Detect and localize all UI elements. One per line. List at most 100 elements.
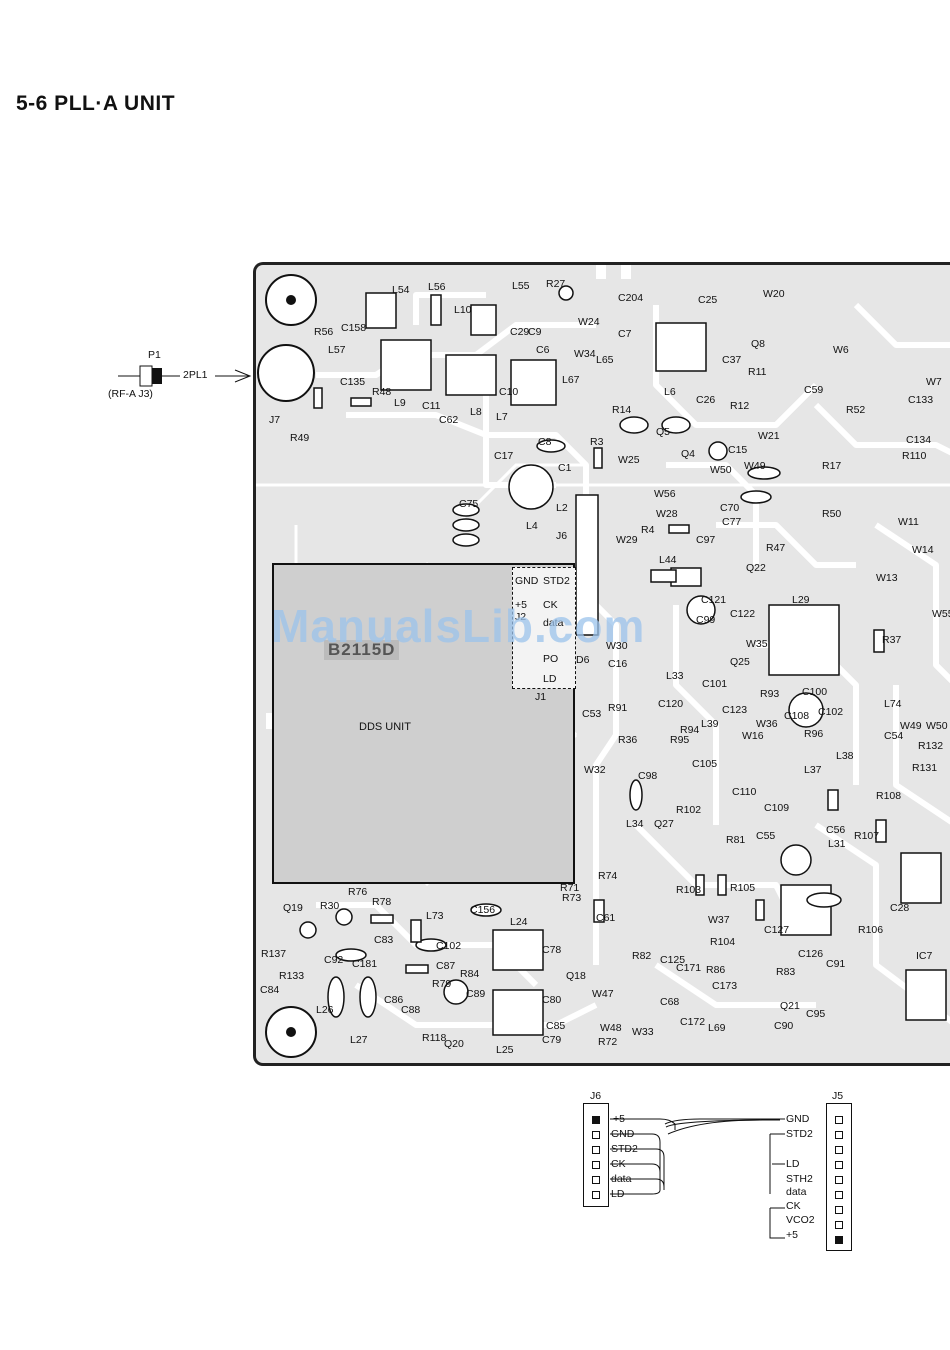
comp-label: W14 — [912, 544, 934, 556]
j2-po: PO — [543, 653, 559, 665]
comp-label: R72 — [598, 1036, 618, 1048]
comp-label: Q25 — [730, 656, 750, 668]
comp-label: C108 — [784, 710, 810, 722]
plug-icon — [118, 365, 252, 387]
comp-label: R104 — [710, 936, 736, 948]
j5-pin-label: GND — [786, 1113, 810, 1125]
comp-label: R131 — [912, 762, 938, 774]
comp-label: C83 — [374, 934, 394, 946]
j6-pin-1 — [592, 1116, 600, 1124]
j1-name: J1 — [535, 691, 547, 703]
j6-connector — [583, 1103, 609, 1207]
comp-label: C123 — [722, 704, 748, 716]
comp-label: R14 — [612, 404, 632, 416]
comp-label: C70 — [720, 502, 740, 514]
comp-label: R137 — [261, 948, 287, 960]
comp-label: C78 — [542, 944, 562, 956]
j5-pin-1 — [835, 1116, 843, 1124]
comp-label: R36 — [618, 734, 638, 746]
comp-label: Q20 — [444, 1038, 464, 1050]
comp-label: L73 — [426, 910, 444, 922]
comp-label: C8 — [538, 436, 552, 448]
comp-label: C101 — [702, 678, 728, 690]
comp-label: C99 — [696, 614, 716, 626]
comp-label: R17 — [822, 460, 842, 472]
comp-label: R73 — [562, 892, 582, 904]
j6-pin-label: +5 — [613, 1113, 625, 1125]
comp-label: L10 — [454, 304, 472, 316]
comp-label: L33 — [666, 670, 684, 682]
comp-label: W30 — [606, 640, 628, 652]
comp-label: R96 — [804, 728, 824, 740]
comp-label: R110 — [902, 450, 927, 462]
comp-label: C56 — [826, 824, 846, 836]
comp-label: L24 — [510, 916, 528, 928]
comp-label: R79 — [432, 978, 452, 990]
comp-label: R118 — [422, 1032, 447, 1044]
comp-label: C55 — [756, 830, 776, 842]
j6-pin-label: CK — [611, 1158, 626, 1170]
j2-p5: +5 — [515, 599, 527, 611]
comp-label: C134 — [906, 434, 932, 446]
comp-label: C80 — [542, 994, 562, 1006]
comp-label: C91 — [826, 958, 846, 970]
comp-label: IC7 — [916, 950, 933, 962]
j5-pin-label: data — [786, 1186, 807, 1198]
comp-label: R74 — [598, 870, 618, 882]
comp-label: C17 — [494, 450, 514, 462]
comp-label: C62 — [439, 414, 459, 426]
comp-label: R11 — [748, 366, 767, 378]
comp-label: C127 — [764, 924, 790, 936]
comp-label: L57 — [328, 344, 346, 356]
comp-label: C181 — [352, 958, 378, 970]
comp-label: C90 — [774, 1020, 794, 1032]
comp-label: C28 — [890, 902, 910, 914]
comp-label: C84 — [260, 984, 280, 996]
pcb-board: B2115D DDS UNIT GND STD2 +5 CK J2 data P… — [253, 262, 950, 1066]
watermark: ManualsLib.com — [271, 600, 646, 652]
comp-label: Q8 — [751, 338, 766, 350]
comp-label: C88 — [401, 1004, 421, 1016]
comp-label: C54 — [884, 730, 904, 742]
j5-pin-2 — [835, 1131, 843, 1139]
comp-label: Q5 — [656, 426, 671, 438]
comp-label: R27 — [546, 278, 566, 290]
comp-label: C122 — [730, 608, 756, 620]
comp-label: W35 — [746, 638, 768, 650]
comp-label: L39 — [701, 718, 719, 730]
j6-pin-label: LD — [611, 1188, 625, 1200]
comp-label: C59 — [804, 384, 824, 396]
comp-label: L26 — [316, 1004, 334, 1016]
comp-label: C89 — [466, 988, 486, 1000]
comp-label: L2 — [556, 502, 568, 514]
j5-pin-6 — [835, 1191, 843, 1199]
comp-label: W34 — [574, 348, 596, 360]
comp-label: R71 — [560, 882, 580, 894]
comp-label: R95 — [670, 734, 690, 746]
j6-pin-label: STD2 — [611, 1143, 638, 1155]
j2-ld: LD — [543, 673, 557, 685]
comp-label: W33 — [632, 1026, 654, 1038]
comp-label: W48 — [600, 1022, 622, 1034]
comp-label: R56 — [314, 326, 334, 338]
comp-label: R102 — [676, 804, 702, 816]
comp-label: C7 — [618, 328, 632, 340]
comp-label: C95 — [806, 1008, 826, 1020]
comp-label: C126 — [798, 948, 824, 960]
comp-label: W25 — [618, 454, 640, 466]
comp-label: Q21 — [780, 1000, 800, 1012]
j2-std2: STD2 — [543, 575, 570, 587]
j5-connector — [826, 1103, 852, 1251]
comp-label: W49 — [900, 720, 922, 732]
comp-label: R82 — [632, 950, 652, 962]
comp-label: C120 — [658, 698, 684, 710]
comp-label: C29 — [510, 326, 530, 338]
comp-label: R30 — [320, 900, 340, 912]
pcb-traces — [256, 265, 950, 1058]
plug-dest: (RF-A J3) — [108, 388, 153, 400]
j2-data: data — [543, 617, 564, 629]
comp-label: C11 — [422, 400, 441, 412]
j5-pin-5 — [835, 1176, 843, 1184]
plug-ref: P1 — [148, 349, 161, 361]
comp-label: L31 — [828, 838, 846, 850]
